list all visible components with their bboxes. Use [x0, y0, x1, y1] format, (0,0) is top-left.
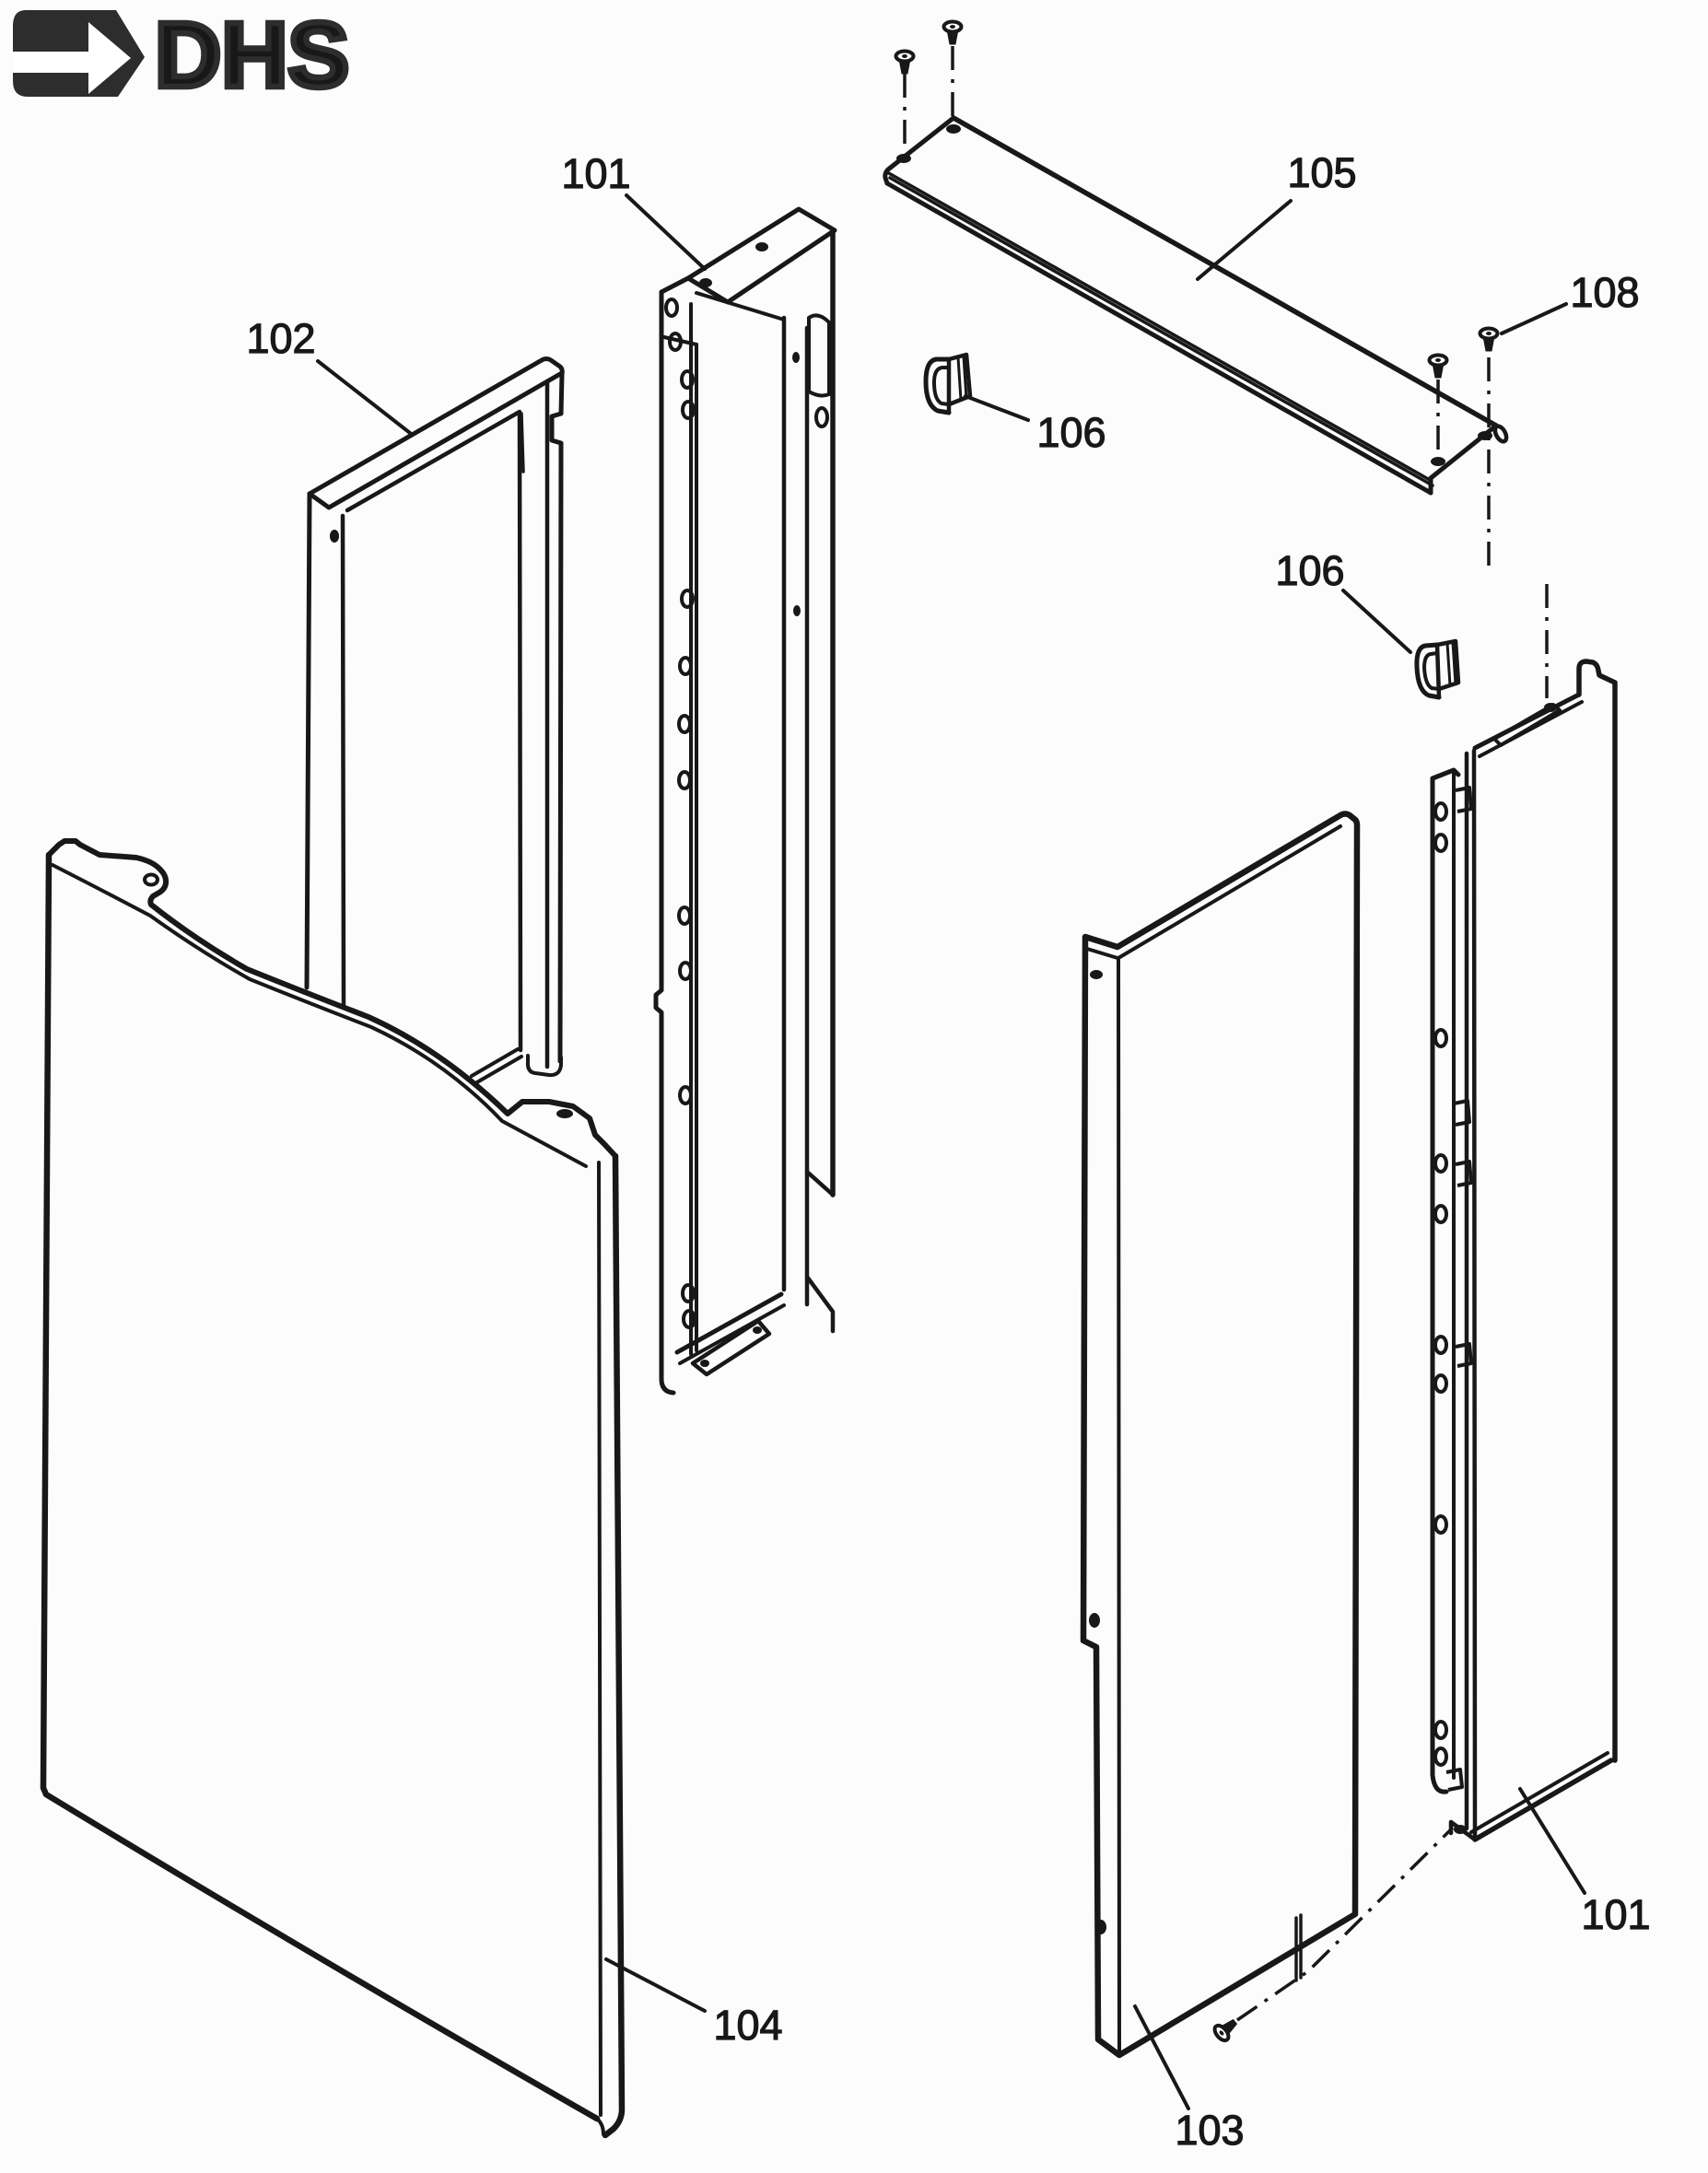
svg-text:106: 106: [1275, 547, 1344, 594]
svg-text:104: 104: [713, 2002, 782, 2049]
svg-text:101: 101: [561, 150, 630, 197]
svg-text:105: 105: [1287, 149, 1356, 196]
svg-text:108: 108: [1570, 269, 1639, 316]
svg-text:106: 106: [1036, 409, 1106, 456]
svg-text:103: 103: [1175, 2107, 1244, 2154]
svg-text:DHS: DHS: [155, 4, 349, 107]
svg-text:101: 101: [1581, 1891, 1650, 1938]
svg-text:102: 102: [246, 315, 315, 362]
